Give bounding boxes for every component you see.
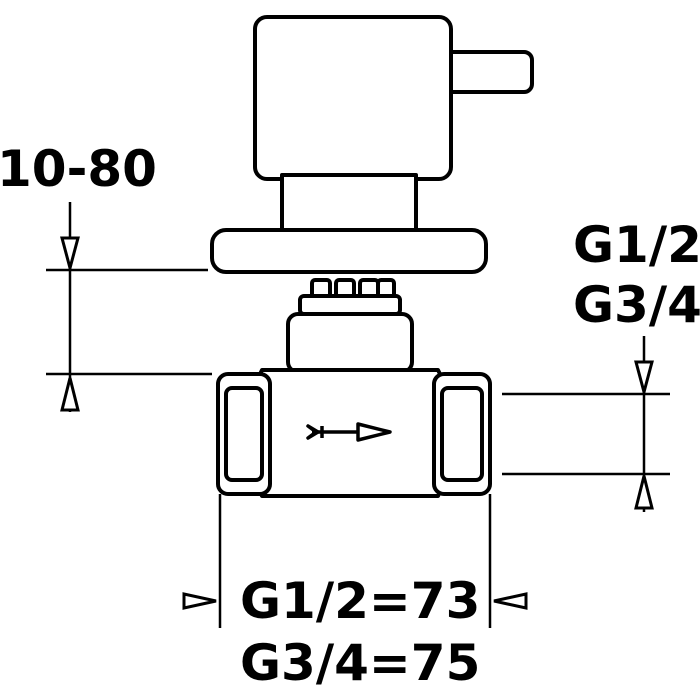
valve-drawing	[210, 15, 534, 498]
handle-stem	[280, 173, 418, 239]
handle-head	[253, 15, 453, 181]
thread-arrow-bottom	[634, 475, 654, 510]
depth-dimension	[46, 202, 212, 412]
spindle-teeth	[298, 278, 402, 316]
length-dimension	[182, 494, 528, 628]
length-small-label: G1/2=73	[240, 572, 480, 630]
handle-lever	[438, 50, 534, 94]
thread-large-label: G3/4	[573, 276, 700, 334]
flow-direction-arrow	[306, 422, 392, 442]
escutcheon-plate	[210, 228, 488, 274]
thread-small-label: G1/2	[573, 216, 700, 274]
depth-range-label: 10-80	[0, 140, 157, 198]
length-arrow-right	[493, 592, 528, 610]
depth-arrow-top	[60, 236, 80, 274]
length-large-label: G3/4=75	[240, 634, 480, 692]
thread-arrow-top	[634, 360, 654, 398]
thread-dimension	[502, 336, 670, 512]
length-arrow-left	[182, 592, 217, 610]
depth-arrow-bottom	[60, 377, 80, 412]
valve-bonnet	[286, 312, 414, 374]
